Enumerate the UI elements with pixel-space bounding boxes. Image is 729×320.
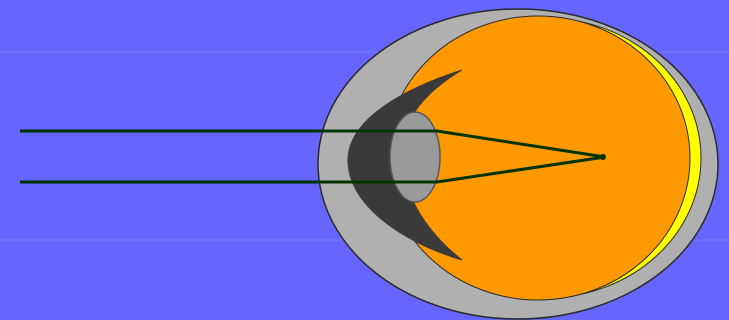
- focal-point: [600, 154, 606, 160]
- lens: [390, 112, 440, 202]
